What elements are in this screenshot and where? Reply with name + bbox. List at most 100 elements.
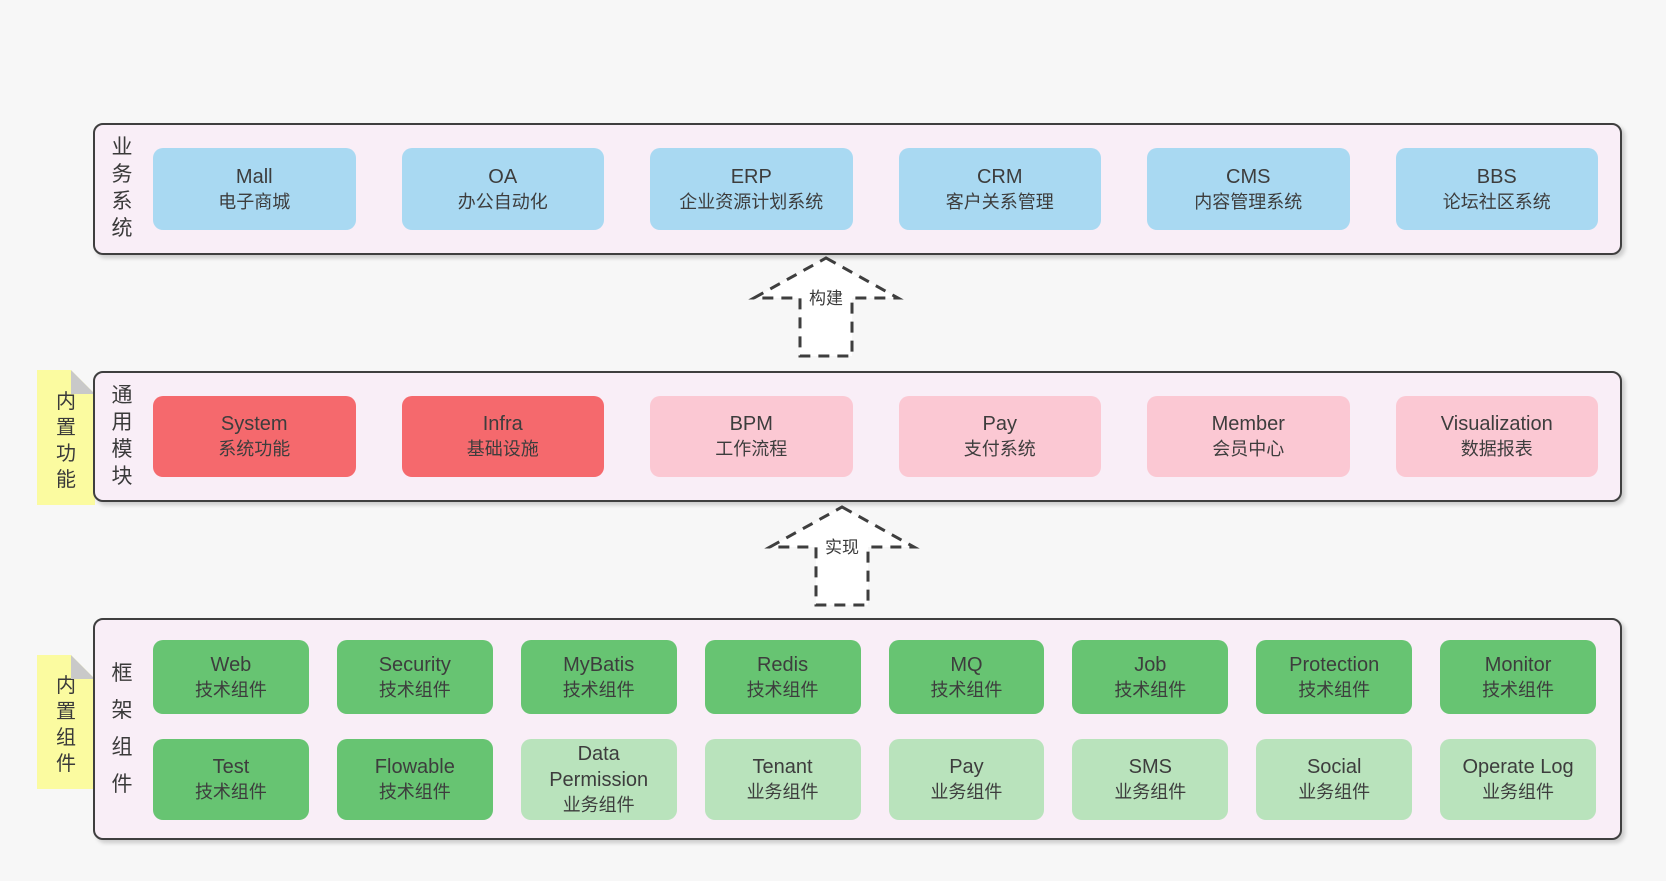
box-desc: 技术组件: [378, 679, 451, 700]
box-name: Redis: [756, 653, 809, 676]
box-pay: Pay 支付系统: [898, 396, 1101, 477]
box-tenant: Tenant 业务组件: [704, 739, 861, 820]
box-redis: Redis 技术组件: [704, 640, 861, 714]
box-name: Social: [1306, 756, 1362, 778]
box-oa: OA 办公自动化: [401, 148, 604, 230]
sticky-note-built-in-features: 内置功能: [37, 370, 95, 505]
box-name: Flowable: [374, 756, 455, 778]
box-desc: 系统功能: [218, 439, 291, 459]
box-desc: 企业资源计划系统: [679, 191, 824, 212]
box-desc: 数据报表: [1460, 439, 1533, 459]
box-desc: 技术组件: [746, 679, 819, 700]
components-row-1: Web 技术组件 Security 技术组件 MyBatis 技术组件 Redi…: [153, 640, 1596, 714]
box-name: Tenant: [752, 756, 813, 778]
box-desc: 电子商城: [218, 191, 291, 212]
box-protection: Protection 技术组件: [1256, 640, 1413, 714]
box-sms: SMS 业务组件: [1072, 739, 1229, 820]
box-mall: Mall 电子商城: [153, 148, 356, 230]
box-social: Social 业务组件: [1256, 739, 1413, 820]
arrow-label: 构建: [806, 287, 846, 310]
box-name: Operate Log: [1462, 756, 1574, 778]
box-pay-biz: Pay 业务组件: [888, 739, 1045, 820]
box-desc: 会员中心: [1212, 439, 1285, 459]
box-name: Mall: [235, 165, 273, 188]
box-desc: 工作流程: [715, 439, 788, 459]
box-visualization: Visualization 数据报表: [1395, 396, 1598, 477]
sticky-note-label: 内置组件: [56, 675, 76, 775]
box-desc: 技术组件: [930, 679, 1003, 700]
box-data-permission: Data Permission 业务组件: [520, 739, 677, 820]
sticky-note-built-in-components: 内置组件: [37, 655, 95, 789]
box-desc: 办公自动化: [457, 191, 548, 212]
folded-corner-icon: [71, 370, 95, 394]
box-name: CRM: [976, 165, 1023, 188]
band-common-modules: 通用模块 System 系统功能 Infra 基础设施 BPM 工作流程 Pay…: [93, 371, 1622, 502]
box-desc: 业务组件: [1298, 782, 1371, 802]
box-security: Security 技术组件: [336, 640, 493, 714]
box-desc: 技术组件: [562, 679, 635, 700]
box-crm: CRM 客户关系管理: [898, 148, 1101, 230]
box-name: Infra: [482, 413, 523, 435]
box-flowable: Flowable 技术组件: [336, 739, 493, 820]
box-name: Data Permission: [549, 743, 649, 791]
folded-corner-icon: [71, 655, 95, 679]
box-desc: 客户关系管理: [945, 191, 1054, 212]
box-desc: 业务组件: [1114, 782, 1187, 802]
box-desc: 技术组件: [378, 782, 451, 802]
box-name: Web: [210, 653, 252, 676]
sticky-note-label: 内置功能: [56, 390, 76, 491]
box-name: Test: [212, 756, 250, 778]
box-infra: Infra 基础设施: [401, 396, 604, 477]
box-desc: 基础设施: [466, 439, 539, 459]
box-bpm: BPM 工作流程: [650, 396, 853, 477]
box-name: System: [220, 413, 288, 435]
box-name: CMS: [1226, 165, 1271, 188]
band-label-framework-components: 框架组件: [111, 662, 133, 796]
band-label-business-systems: 业务系统: [111, 136, 133, 240]
box-mq: MQ 技术组件: [888, 640, 1045, 714]
box-bbs: BBS 论坛社区系统: [1395, 148, 1598, 230]
box-desc: 技术组件: [1482, 679, 1555, 700]
box-desc: 技术组件: [194, 679, 267, 700]
box-desc: 技术组件: [194, 782, 267, 802]
build-arrow: 构建: [746, 254, 906, 362]
box-desc: 技术组件: [1114, 679, 1187, 700]
box-name: Pay: [949, 756, 984, 778]
box-name: MyBatis: [563, 653, 635, 676]
box-name: BBS: [1476, 165, 1517, 188]
band-business-systems: 业务系统 Mall 电子商城 OA 办公自动化 ERP 企业资源计划系统 CRM…: [93, 123, 1622, 255]
common-modules-boxes: System 系统功能 Infra 基础设施 BPM 工作流程 Pay 支付系统…: [153, 396, 1598, 477]
box-operate-log: Operate Log 业务组件: [1440, 739, 1596, 820]
box-desc: 业务组件: [562, 795, 635, 815]
box-name: Job: [1134, 653, 1167, 676]
box-name: Security: [378, 653, 451, 676]
box-monitor: Monitor 技术组件: [1440, 640, 1596, 714]
band-framework-components: 框架组件 Web 技术组件 Security 技术组件 MyBatis 技术组件…: [93, 618, 1622, 840]
box-name: SMS: [1128, 756, 1172, 778]
box-desc: 内容管理系统: [1194, 191, 1303, 212]
box-name: Visualization: [1440, 413, 1553, 435]
business-systems-boxes: Mall 电子商城 OA 办公自动化 ERP 企业资源计划系统 CRM 客户关系…: [153, 148, 1598, 230]
box-desc: 技术组件: [1298, 679, 1371, 700]
band-label-common-modules: 通用模块: [111, 384, 133, 488]
box-member: Member 会员中心: [1147, 396, 1350, 477]
box-job: Job 技术组件: [1072, 640, 1229, 714]
box-web: Web 技术组件: [153, 640, 309, 714]
box-system: System 系统功能: [153, 396, 356, 477]
box-name: Pay: [982, 413, 1017, 435]
box-desc: 业务组件: [746, 782, 819, 802]
box-erp: ERP 企业资源计划系统: [650, 148, 853, 230]
box-name: MQ: [950, 653, 983, 676]
box-mybatis: MyBatis 技术组件: [520, 640, 677, 714]
box-name: ERP: [730, 165, 772, 188]
implement-arrow: 实现: [762, 503, 922, 611]
box-desc: 支付系统: [963, 439, 1036, 459]
box-desc: 业务组件: [1482, 782, 1555, 802]
box-name: Member: [1211, 413, 1285, 435]
box-name: Protection: [1289, 653, 1380, 676]
box-name: OA: [488, 165, 518, 188]
box-desc: 论坛社区系统: [1442, 191, 1551, 212]
box-desc: 业务组件: [930, 782, 1003, 802]
components-row-2: Test 技术组件 Flowable 技术组件 Data Permission …: [153, 739, 1596, 820]
